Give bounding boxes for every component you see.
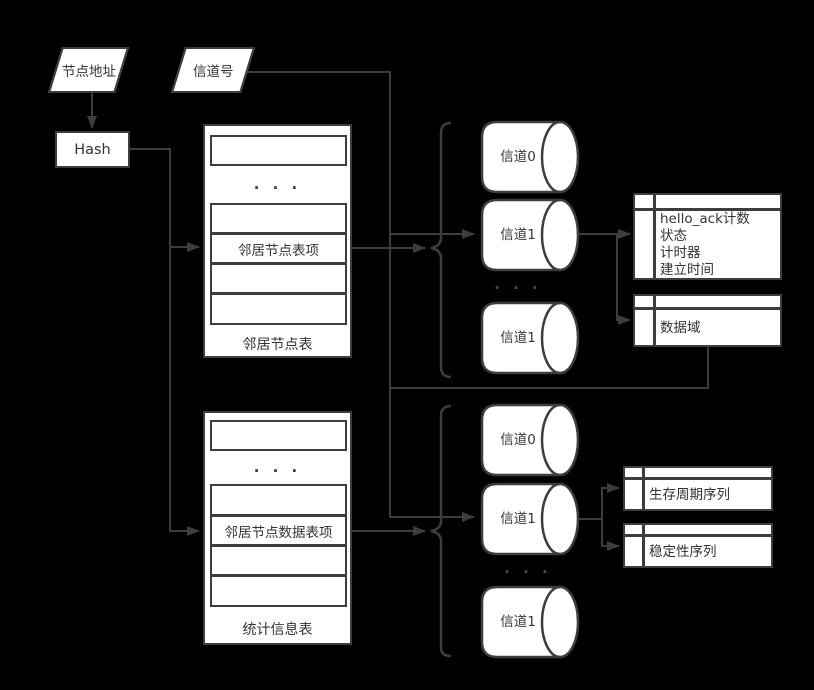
- cylinder-bottom-channel1: [480, 482, 580, 556]
- top-channel1-label: 信道1: [500, 227, 536, 243]
- neighbor-table-caption: 邻居节点表: [242, 337, 313, 353]
- edge-hash-to-statstable: [128, 148, 200, 536]
- neighbor-record-field: 建立时间: [660, 262, 714, 278]
- data-record-box: 数据域: [633, 294, 782, 347]
- top-channel0-label: 信道0: [500, 149, 536, 165]
- edge-channelnumber-to-bottomchannel1: [240, 71, 475, 522]
- edge-to-datarecord: [616, 234, 631, 325]
- hash-box: Hash: [55, 131, 130, 168]
- neighbor-record-field: 计时器: [660, 245, 701, 261]
- bottom-channels-ellipsis: · · ·: [504, 563, 552, 581]
- stats-entry-label: 邻居节点数据表项: [224, 524, 333, 541]
- row-divider: [212, 574, 345, 577]
- record-header-divider: [625, 477, 771, 480]
- neighbor-record-box: hello_ack计数 状态 计时器 建立时间: [633, 193, 782, 280]
- neighbor-table: · · · 邻居节点表项 邻居节点表: [203, 124, 352, 358]
- data-record-label: 数据域: [660, 320, 701, 336]
- lifetime-record-label: 生存周期序列: [649, 487, 730, 503]
- stats-table-empty-row: [210, 420, 347, 451]
- row-divider: [212, 262, 345, 265]
- stats-table-ellipsis: · · ·: [253, 462, 302, 480]
- edge-to-stabilityrecord: [601, 519, 620, 551]
- channel-number-label: 信道号: [192, 64, 234, 80]
- row-divider: [212, 544, 345, 547]
- channel-number-parallelogram: 信道号: [170, 47, 256, 93]
- top-channel-n-label: 信道1: [500, 330, 536, 346]
- stats-table-caption: 统计信息表: [242, 622, 313, 638]
- bottom-channel1-label: 信道1: [500, 511, 536, 527]
- neighbor-table-ellipsis: · · ·: [253, 179, 302, 197]
- record-left-divider: [653, 195, 656, 278]
- top-channel-group-brace: [430, 121, 452, 379]
- neighbor-table-entry-block: 邻居节点表项: [210, 203, 347, 325]
- bottom-channel0-label: 信道0: [500, 432, 536, 448]
- cylinder-bottom-channel-n: [480, 585, 580, 659]
- row-divider: [212, 292, 345, 295]
- node-address-parallelogram: 节点地址: [47, 47, 130, 93]
- neighbor-record-field: hello_ack计数: [660, 211, 750, 227]
- stability-record-label: 稳定性序列: [649, 544, 717, 560]
- neighbor-table-empty-row: [210, 135, 347, 166]
- bottom-channel-n-label: 信道1: [500, 614, 536, 630]
- lifetime-record-box: 生存周期序列: [623, 466, 773, 511]
- edge-to-lifetimerecord: [601, 483, 620, 519]
- cylinder-bottom-channel0: [480, 403, 580, 477]
- row-divider: [212, 232, 345, 235]
- bottom-channel-group-brace: [430, 404, 452, 658]
- record-left-divider: [653, 296, 656, 345]
- edge-datarecord-return: [391, 345, 709, 389]
- cylinder-top-channel1: [480, 198, 580, 272]
- hash-label: Hash: [74, 141, 111, 158]
- neighbor-entry-label: 邻居节点表项: [238, 242, 319, 259]
- stats-table: · · · 邻居节点数据表项 统计信息表: [203, 411, 352, 645]
- top-channels-ellipsis: · · ·: [494, 279, 542, 297]
- record-header-divider: [635, 307, 780, 310]
- neighbor-record-field: 状态: [660, 228, 687, 244]
- record-left-divider: [642, 468, 645, 509]
- record-header-divider: [625, 534, 771, 537]
- stats-table-entry-block: 邻居节点数据表项: [210, 484, 347, 607]
- cylinder-top-channel-n: [480, 301, 580, 375]
- record-left-divider: [642, 525, 645, 566]
- node-address-label: 节点地址: [61, 64, 116, 80]
- row-divider: [212, 514, 345, 517]
- cylinder-top-channel0: [480, 120, 580, 194]
- record-header-divider: [635, 208, 780, 211]
- stability-record-box: 稳定性序列: [623, 523, 773, 568]
